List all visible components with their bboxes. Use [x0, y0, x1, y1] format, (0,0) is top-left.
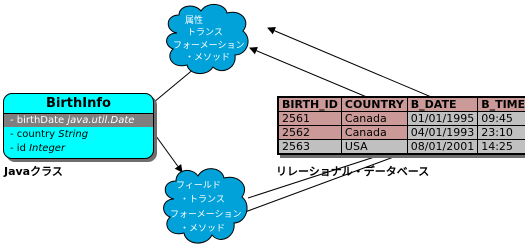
arrow-bottom-cloud-to-bdate: [244, 146, 419, 213]
column-header-country: COUNTRY: [340, 97, 408, 112]
cloud-line: ・トランス: [180, 195, 225, 205]
cloud-line: ・メソッド: [180, 224, 226, 234]
table-cell: 09:45: [477, 111, 525, 126]
table-row: 2561 Canada 01/01/1995 09:45: [278, 111, 525, 126]
class-attribute-country: - country String: [4, 128, 153, 141]
table-row: 2563 USA 08/01/2001 14:25: [278, 139, 525, 154]
table-cell: USA: [340, 139, 408, 154]
relational-db-caption: リレーショナル・データベース: [276, 165, 430, 178]
table-cell: 08/01/2001: [406, 139, 479, 154]
column-header-birth-id: BIRTH_ID: [278, 97, 342, 112]
attribute-type: Integer: [29, 143, 66, 154]
attribute-type: java.util.Date: [67, 115, 135, 126]
class-name: BirthInfo: [46, 96, 111, 111]
attribute-type: String: [58, 129, 89, 140]
field-transform-cloud: フィールド ・トランス フォーメーション ・メソッド: [160, 167, 250, 246]
java-class-caption: Javaクラス: [4, 165, 63, 178]
cloud-line: 属性: [185, 16, 204, 26]
table-row: 2562 Canada 04/01/1993 23:10: [278, 125, 525, 140]
cloud-line: フィールド: [176, 181, 221, 191]
table-cell: Canada: [340, 111, 408, 126]
class-divider: [4, 113, 153, 114]
cloud-line: ・メソッド: [185, 53, 231, 63]
attribute-name: - birthDate: [10, 115, 68, 126]
column-header-b-time: B_TIME: [477, 97, 525, 112]
attribute-name: - id: [10, 143, 30, 154]
cloud-line: フォーメーション: [173, 41, 245, 51]
cloud-shape-icon: [163, 168, 248, 244]
attribute-name: - country: [10, 129, 59, 140]
table-cell: Canada: [340, 125, 408, 140]
class-attribute-birthdate: - birthDate java.util.Date: [4, 114, 153, 127]
table-cell: 2561: [278, 111, 342, 126]
table-cell: 14:25: [477, 139, 525, 154]
table-header-row: BIRTH_ID COUNTRY B_DATE B_TIME: [278, 97, 525, 112]
class-attribute-id: - id Integer: [4, 142, 153, 155]
java-class-box: BirthInfo - birthDate java.util.Date - c…: [3, 93, 154, 159]
relational-table: BIRTH_ID COUNTRY B_DATE B_TIME 2561 Cana…: [277, 96, 525, 155]
table-cell: 04/01/1993: [406, 125, 479, 140]
cloud-line: フォーメーション: [170, 210, 242, 220]
cloud-shape-icon: [166, 4, 249, 74]
attr-transform-cloud: 属性 トランス フォーメーション ・メソッド: [163, 3, 251, 77]
table-cell: 01/01/1995: [406, 111, 479, 126]
table-cell: 2562: [278, 125, 342, 140]
table-grid: BIRTH_ID COUNTRY B_DATE B_TIME 2561 Cana…: [278, 97, 525, 154]
table-cell: 2563: [278, 139, 342, 154]
table-cell: 23:10: [477, 125, 525, 140]
column-header-b-date: B_DATE: [406, 97, 479, 112]
cloud-line: トランス: [187, 28, 223, 38]
